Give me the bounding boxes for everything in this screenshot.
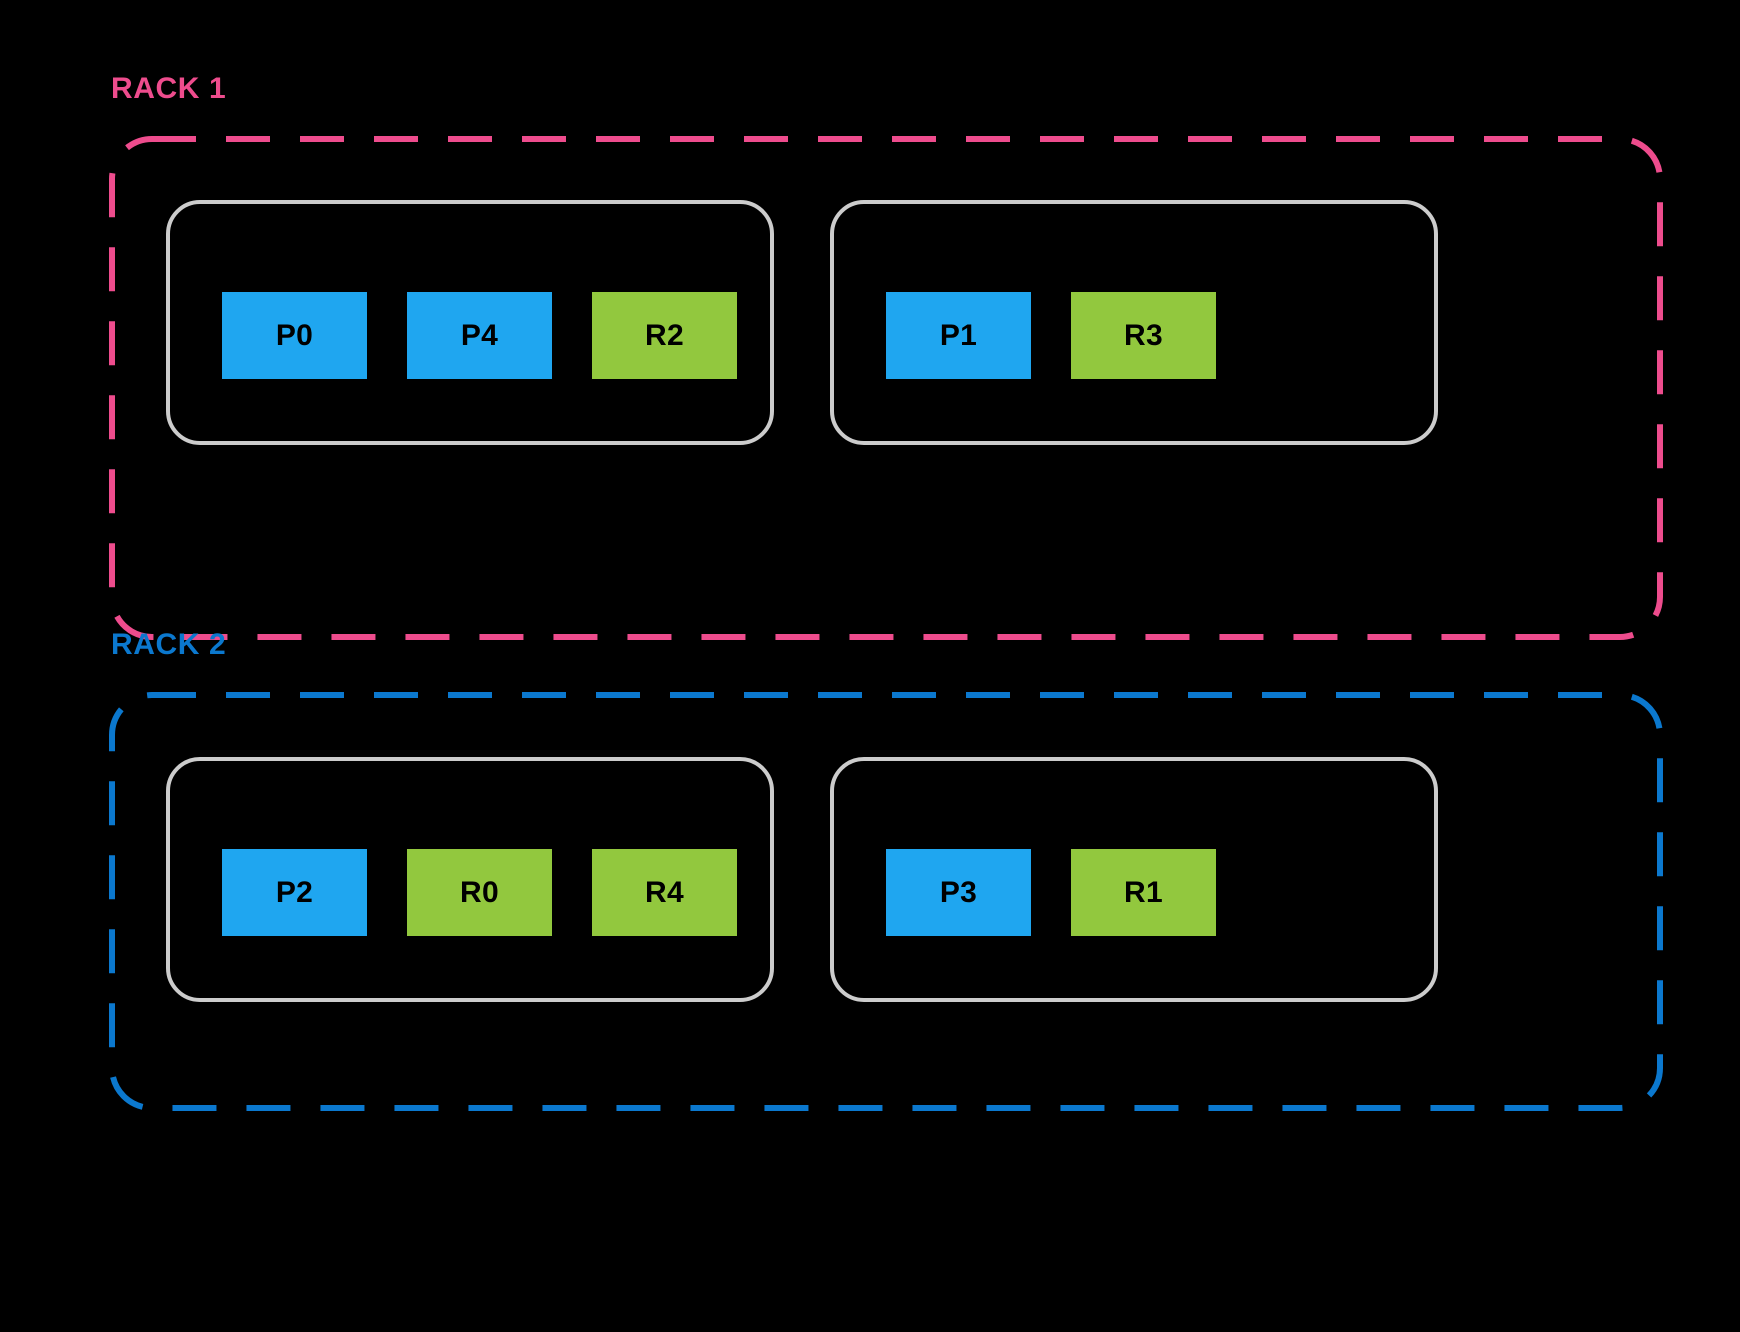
node-3: P2 R0 R4: [166, 757, 774, 1002]
rack-1-label: RACK 1: [111, 72, 227, 105]
node-2-chip-shelf: P1 R3: [886, 292, 1216, 379]
chip-p3[interactable]: P3: [886, 849, 1031, 936]
node-1: P0 P4 R2: [166, 200, 774, 445]
chip-p2[interactable]: P2: [222, 849, 367, 936]
chip-r1[interactable]: R1: [1071, 849, 1216, 936]
chip-r2[interactable]: R2: [592, 292, 737, 379]
chip-r0[interactable]: R0: [407, 849, 552, 936]
node-1-chip-shelf: P0 P4 R2: [222, 292, 737, 379]
node-4-chip-shelf: P3 R1: [886, 849, 1216, 936]
chip-p1[interactable]: P1: [886, 292, 1031, 379]
chip-r4[interactable]: R4: [592, 849, 737, 936]
rack-2-label: RACK 2: [111, 628, 227, 661]
node-4: P3 R1: [830, 757, 1438, 1002]
node-2: P1 R3: [830, 200, 1438, 445]
rack-1-dashed-rect: [109, 136, 1663, 640]
chip-p0[interactable]: P0: [222, 292, 367, 379]
chip-r3[interactable]: R3: [1071, 292, 1216, 379]
node-3-chip-shelf: P2 R0 R4: [222, 849, 737, 936]
chip-p4[interactable]: P4: [407, 292, 552, 379]
rack-1-boundary: [109, 136, 1663, 640]
